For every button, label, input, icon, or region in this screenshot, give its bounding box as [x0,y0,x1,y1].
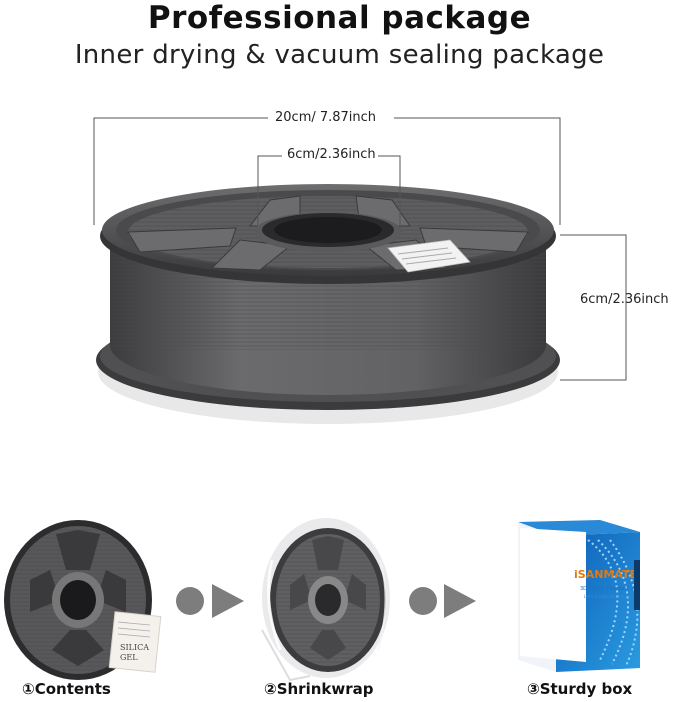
main-spool [96,184,560,424]
box-tagline: Let's Create the Future [584,594,630,599]
dimension-core-label: 6cm/2.36inch [287,147,376,162]
desiccant-text-1: SILICA [120,643,149,652]
box-brand: iSANMATE [574,568,637,581]
box-product: 3D Printer Filament [580,586,628,592]
contents-image: SILICA GEL [4,520,162,680]
dimension-height-label: 6cm/2.36inch [580,292,669,307]
dimension-lines [93,117,627,381]
caption-shrinkwrap: ②Shrinkwrap [264,680,374,698]
sturdy-box-image: iSANMATE 3D Printer Filament Let's Creat… [518,520,640,672]
page-subtitle: Inner drying & vacuum sealing package [74,40,605,70]
arrow-icon-2 [409,584,476,618]
page-title: Professional package [147,0,532,36]
desiccant-packet: SILICA GEL [108,611,162,673]
caption-contents: ①Contents [22,680,111,698]
caption-sturdy-box: ③Sturdy box [527,680,633,698]
arrow-icon-1 [176,584,244,618]
shrinkwrap-image [261,511,390,682]
desiccant-text-2: GEL [120,653,138,662]
dimension-width-label: 20cm/ 7.87inch [275,110,377,125]
